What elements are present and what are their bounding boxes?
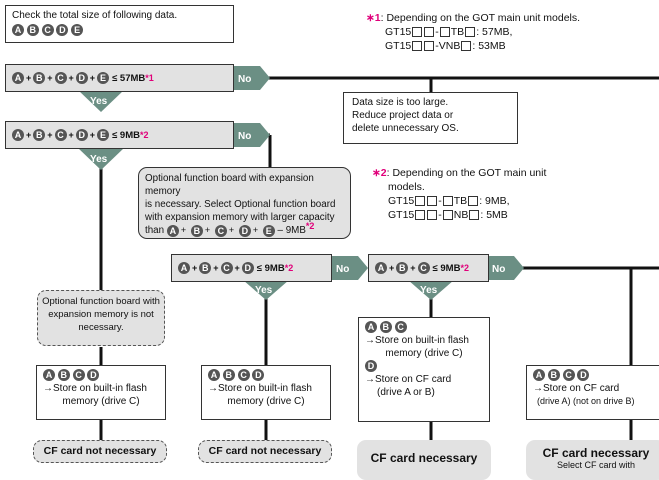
- letter-badge: B: [26, 24, 39, 37]
- placeholder-square: [439, 27, 450, 38]
- store-box-3: A B C →Store on built-in flash memory (d…: [358, 317, 490, 422]
- start-letters: A B C D E: [12, 24, 227, 37]
- placeholder-square: [427, 196, 438, 207]
- placeholder-square: [424, 27, 435, 38]
- placeholder-square: [424, 41, 435, 52]
- condition-3-value: ≤ 9MB: [256, 262, 285, 274]
- expansion-memory-box: Optional function board with expansion m…: [138, 167, 351, 239]
- placeholder-square: [412, 27, 423, 38]
- letter-badge: A: [12, 24, 24, 37]
- note-2-head-2: models.: [388, 181, 425, 193]
- placeholder-square: [415, 210, 426, 221]
- condition-1-value: ≤ 57MB: [112, 72, 146, 84]
- store-box-2: A B C D →Store on built-in flash memory …: [201, 365, 331, 420]
- result-cf-necessary-2: CF card necessary Select CF card with: [526, 440, 659, 480]
- note-2: ∗2: Depending on the GOT main unit: [372, 167, 547, 179]
- placeholder-square: [412, 41, 423, 52]
- placeholder-square: [469, 210, 480, 221]
- no-label-2: No: [238, 131, 251, 142]
- result-cf-not-necessary-1: CF card not necessary: [33, 440, 167, 463]
- note-1-line-1: GT15-TB: 57MB,: [385, 26, 513, 38]
- condition-2-value: ≤ 9MB: [112, 129, 140, 141]
- placeholder-square: [468, 196, 479, 207]
- condition-4: A+ B+ C ≤ 9MB*2: [368, 254, 489, 282]
- placeholder-square: [415, 196, 426, 207]
- note-1-marker: ∗1: [366, 12, 381, 24]
- condition-1: A+ B+ C+ D+ E ≤ 57MB*1: [5, 64, 234, 92]
- yes-label-3: Yes: [255, 285, 273, 296]
- too-large-box: Data size is too large. Reduce project d…: [343, 92, 518, 144]
- placeholder-square: [442, 196, 453, 207]
- placeholder-square: [427, 210, 438, 221]
- store-box-4: A B C D →Store on CF card (drive A) (not…: [526, 365, 659, 420]
- placeholder-square: [442, 210, 453, 221]
- letter-badge: C: [41, 24, 54, 37]
- condition-3: A+ B+ C+ D ≤ 9MB*2: [171, 254, 332, 282]
- letter-badge: E: [71, 24, 84, 37]
- condition-2: A+ B+ C+ D+ E ≤ 9MB*2: [5, 121, 234, 149]
- no-label-1: No: [238, 74, 251, 85]
- no-label-4: No: [492, 264, 505, 275]
- yes-label-4: Yes: [420, 285, 438, 296]
- start-box: Check the total size of following data. …: [5, 5, 234, 43]
- start-text: Check the total size of following data.: [12, 10, 178, 21]
- expansion-not-necessary-box: Optional function board with expansion m…: [37, 290, 165, 346]
- yes-label-1: Yes: [90, 96, 108, 107]
- note-2-line-1: GT15-TB: 9MB,: [388, 195, 510, 207]
- note-1: ∗1: Depending on the GOT main unit model…: [366, 12, 581, 24]
- note-2-line-2: GT15-NB: 5MB: [388, 209, 508, 221]
- no-label-3: No: [336, 264, 349, 275]
- result-cf-not-necessary-2: CF card not necessary: [198, 440, 332, 463]
- yes-label-2: Yes: [90, 154, 108, 165]
- placeholder-square: [461, 41, 472, 52]
- note-1-line-2: GT15-VNB: 53MB: [385, 40, 506, 52]
- placeholder-square: [465, 27, 476, 38]
- note-2-marker: ∗2: [372, 167, 387, 179]
- store-box-1: A B C D →Store on built-in flash memory …: [36, 365, 166, 420]
- letter-badge: D: [56, 24, 69, 37]
- result-cf-necessary-1: CF card necessary: [357, 440, 491, 480]
- condition-4-value: ≤ 9MB: [432, 262, 461, 274]
